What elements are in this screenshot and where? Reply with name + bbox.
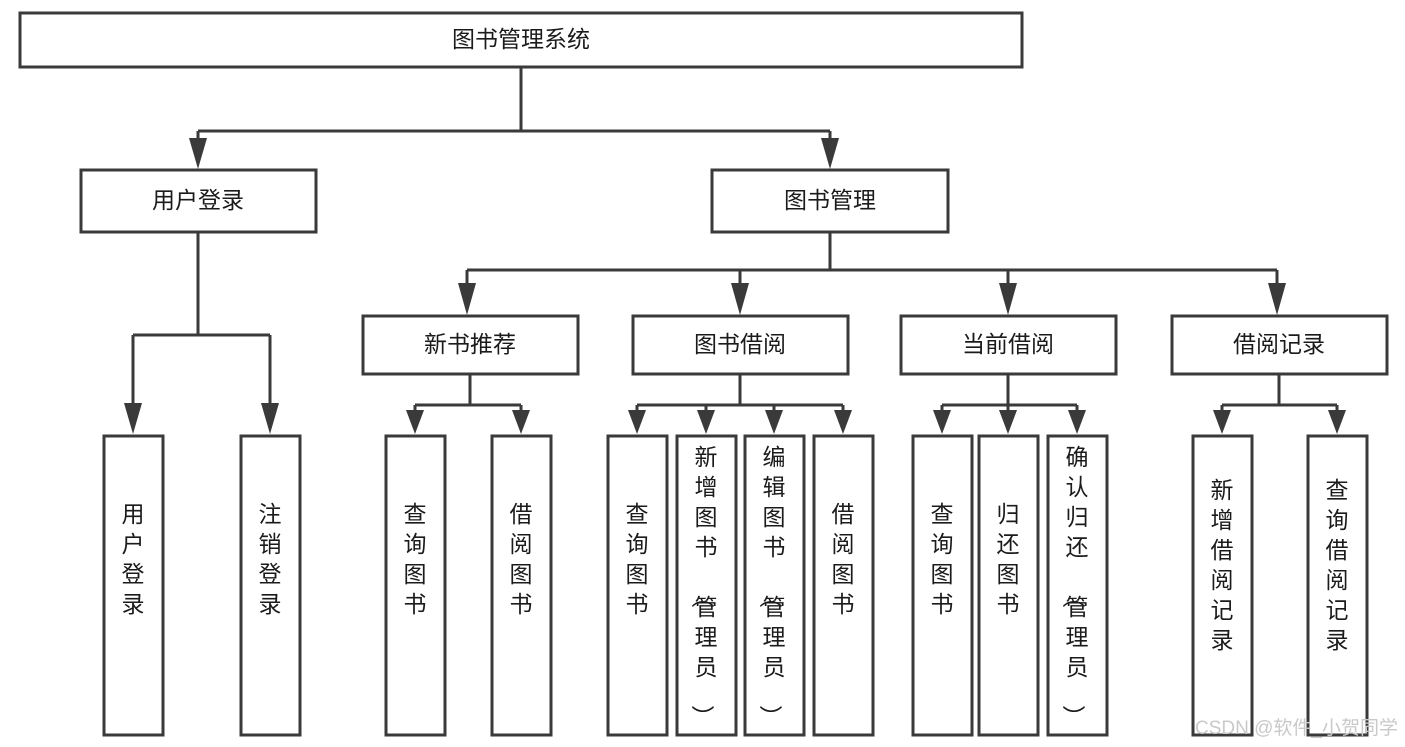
node-box-shape[interactable]	[102, 434, 165, 737]
arrow-head-icon	[1328, 410, 1346, 434]
arrow-head-icon	[124, 403, 142, 434]
node-book-borrow[interactable]: 图书借阅	[631, 314, 850, 376]
node-label-vertical: 用户登录	[122, 501, 145, 617]
node-label: 图书管理系统	[452, 26, 590, 52]
node-label-vertical: 确认归还（管理员）	[1061, 444, 1089, 728]
node-leaf-user-login[interactable]: 用户登录	[102, 434, 165, 737]
arrow-head-icon	[628, 410, 646, 434]
node-leaf-add-book-admin[interactable]: 新增图书（管理员）	[675, 434, 738, 737]
node-label-vertical: 查询图书	[626, 501, 649, 617]
connector-root-to-level2	[189, 67, 839, 169]
arrow-head-icon	[189, 138, 207, 169]
node-box-shape[interactable]	[743, 434, 806, 737]
node-label-vertical: 注销登录	[259, 501, 282, 617]
node-label: 图书借阅	[694, 331, 786, 357]
node-label: 借阅记录	[1233, 331, 1325, 357]
node-box-shape[interactable]	[812, 434, 875, 737]
node-label: 图书管理	[784, 187, 876, 213]
node-leaf-logout[interactable]: 注销登录	[239, 434, 302, 737]
connector-borrowrecord-to-leaves	[1213, 374, 1346, 434]
watermark-label: CSDN @软件_小贺同学	[1195, 717, 1398, 739]
connector-newbook-to-leaves	[406, 374, 530, 434]
arrow-head-icon	[1213, 410, 1231, 434]
node-leaf-return-book[interactable]: 归还图书	[977, 434, 1040, 737]
node-leaf-confirm-return-admin[interactable]: 确认归还（管理员）	[1046, 434, 1109, 737]
arrow-head-icon	[1268, 283, 1286, 315]
arrow-head-icon	[512, 410, 530, 434]
node-box-shape[interactable]	[361, 314, 580, 376]
node-box-shape[interactable]	[631, 314, 850, 376]
node-leaf-borrow-book-1[interactable]: 借阅图书	[490, 434, 553, 737]
arrow-head-icon	[731, 283, 749, 315]
node-box-shape[interactable]	[18, 11, 1024, 69]
node-box-shape[interactable]	[911, 434, 974, 737]
node-leaf-query-book-3[interactable]: 查询图书	[911, 434, 974, 737]
arrow-head-icon	[406, 410, 424, 434]
node-label-vertical: 查询借阅记录	[1326, 477, 1349, 653]
node-box-shape[interactable]	[384, 434, 447, 737]
arrow-head-icon	[999, 410, 1017, 434]
arrow-head-icon	[458, 283, 476, 315]
node-box-shape[interactable]	[1306, 434, 1369, 737]
node-user-login[interactable]: 用户登录	[79, 168, 318, 234]
node-label: 当前借阅	[962, 331, 1054, 357]
node-leaf-query-borrow-record[interactable]: 查询借阅记录	[1306, 434, 1369, 737]
connector-bookmanage-to-level3	[458, 232, 1286, 315]
arrow-head-icon	[834, 410, 852, 434]
connector-currentborrow-to-leaves	[933, 374, 1086, 434]
node-label: 用户登录	[152, 187, 244, 213]
node-label-vertical: 新增借阅记录	[1211, 477, 1234, 653]
node-leaf-edit-book-admin[interactable]: 编辑图书（管理员）	[743, 434, 806, 737]
arrow-head-icon	[697, 410, 715, 434]
node-leaf-query-book-2[interactable]: 查询图书	[606, 434, 669, 737]
node-box-shape[interactable]	[1046, 434, 1109, 737]
node-label-vertical: 借阅图书	[510, 501, 533, 617]
node-box-shape[interactable]	[1191, 434, 1254, 737]
node-leaf-borrow-book-2[interactable]: 借阅图书	[812, 434, 875, 737]
node-label-vertical: 查询图书	[931, 501, 954, 617]
arrow-head-icon	[765, 410, 783, 434]
node-label-vertical: 归还图书	[997, 501, 1020, 617]
arrow-head-icon	[999, 283, 1017, 315]
node-box-shape[interactable]	[490, 434, 553, 737]
node-label-vertical: 查询图书	[404, 501, 427, 617]
node-box-shape[interactable]	[606, 434, 669, 737]
node-box-shape[interactable]	[1170, 314, 1389, 376]
node-box-shape[interactable]	[79, 168, 318, 234]
arrow-head-icon	[1068, 410, 1086, 434]
node-label-vertical: 新增图书（管理员）	[690, 444, 718, 728]
arrow-head-icon	[933, 410, 951, 434]
arrow-head-icon	[821, 138, 839, 169]
node-leaf-query-book-1[interactable]: 查询图书	[384, 434, 447, 737]
node-box-shape[interactable]	[239, 434, 302, 737]
arrow-head-icon	[261, 403, 279, 434]
node-borrow-record[interactable]: 借阅记录	[1170, 314, 1389, 376]
connector-userlogin-to-leaves	[124, 232, 279, 434]
node-root[interactable]: 图书管理系统	[18, 11, 1024, 69]
node-label: 新书推荐	[424, 331, 516, 357]
node-new-book-recommend[interactable]: 新书推荐	[361, 314, 580, 376]
node-box-shape[interactable]	[710, 168, 950, 234]
node-label-vertical: 编辑图书（管理员）	[758, 444, 786, 728]
node-box-shape[interactable]	[977, 434, 1040, 737]
connector-bookborrow-to-leaves	[628, 374, 852, 434]
node-book-manage[interactable]: 图书管理	[710, 168, 950, 234]
node-current-borrow[interactable]: 当前借阅	[899, 314, 1118, 376]
node-leaf-add-borrow-record[interactable]: 新增借阅记录	[1191, 434, 1254, 737]
node-box-shape[interactable]	[899, 314, 1118, 376]
node-box-shape[interactable]	[675, 434, 738, 737]
node-label-vertical: 借阅图书	[832, 501, 855, 617]
